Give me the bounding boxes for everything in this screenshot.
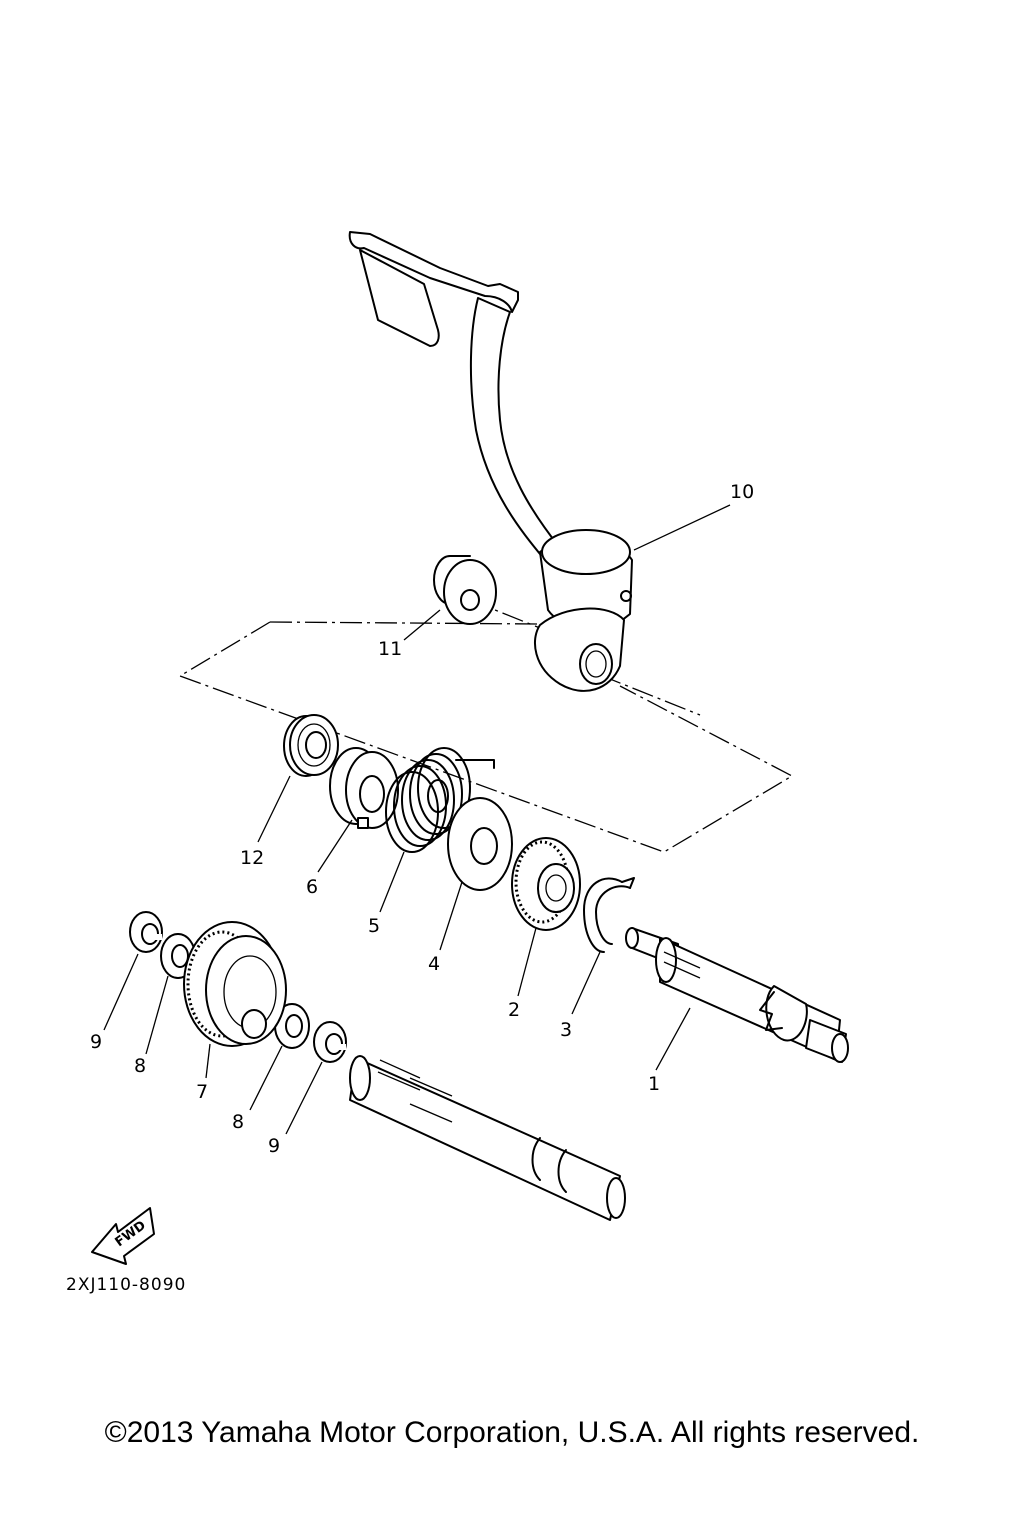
plain-washer [447, 797, 513, 891]
circlip [583, 877, 635, 953]
leader-lines [103, 504, 731, 1135]
callout-12: 12 [240, 847, 264, 869]
torsion-spring [385, 747, 495, 853]
callout-9-lower: 9 [268, 1135, 280, 1157]
callout-4: 4 [428, 953, 440, 975]
callout-1: 1 [648, 1073, 660, 1095]
circlip-upper [129, 911, 163, 953]
callout-8-lower: 8 [232, 1111, 244, 1133]
callout-9-upper: 9 [90, 1031, 102, 1053]
oil-seal [283, 714, 339, 777]
collar [433, 555, 497, 625]
assembly-frame [178, 621, 794, 853]
callout-3: 3 [560, 1019, 572, 1041]
callout-2: 2 [508, 999, 520, 1021]
spring-guide [329, 747, 399, 829]
callout-6: 6 [306, 876, 318, 898]
main-axle [349, 1055, 626, 1221]
callout-10: 10 [730, 481, 754, 503]
ratchet-wheel [511, 837, 581, 931]
callout-8-upper: 8 [134, 1055, 146, 1077]
kick-crank [348, 231, 633, 692]
circlip-lower [313, 1021, 347, 1063]
washer-lower [274, 1003, 310, 1049]
callout-5: 5 [368, 915, 380, 937]
copyright-notice: ©2013 Yamaha Motor Corporation, U.S.A. A… [104, 1416, 920, 1449]
callout-7: 7 [196, 1081, 208, 1103]
diagram-part-number: 2XJ110-8090 [66, 1275, 186, 1295]
callout-11: 11 [378, 638, 402, 660]
kick-axle [625, 927, 849, 1063]
fwd-arrow-icon: FWD [91, 1207, 155, 1265]
kick-idle-gear [183, 921, 287, 1047]
